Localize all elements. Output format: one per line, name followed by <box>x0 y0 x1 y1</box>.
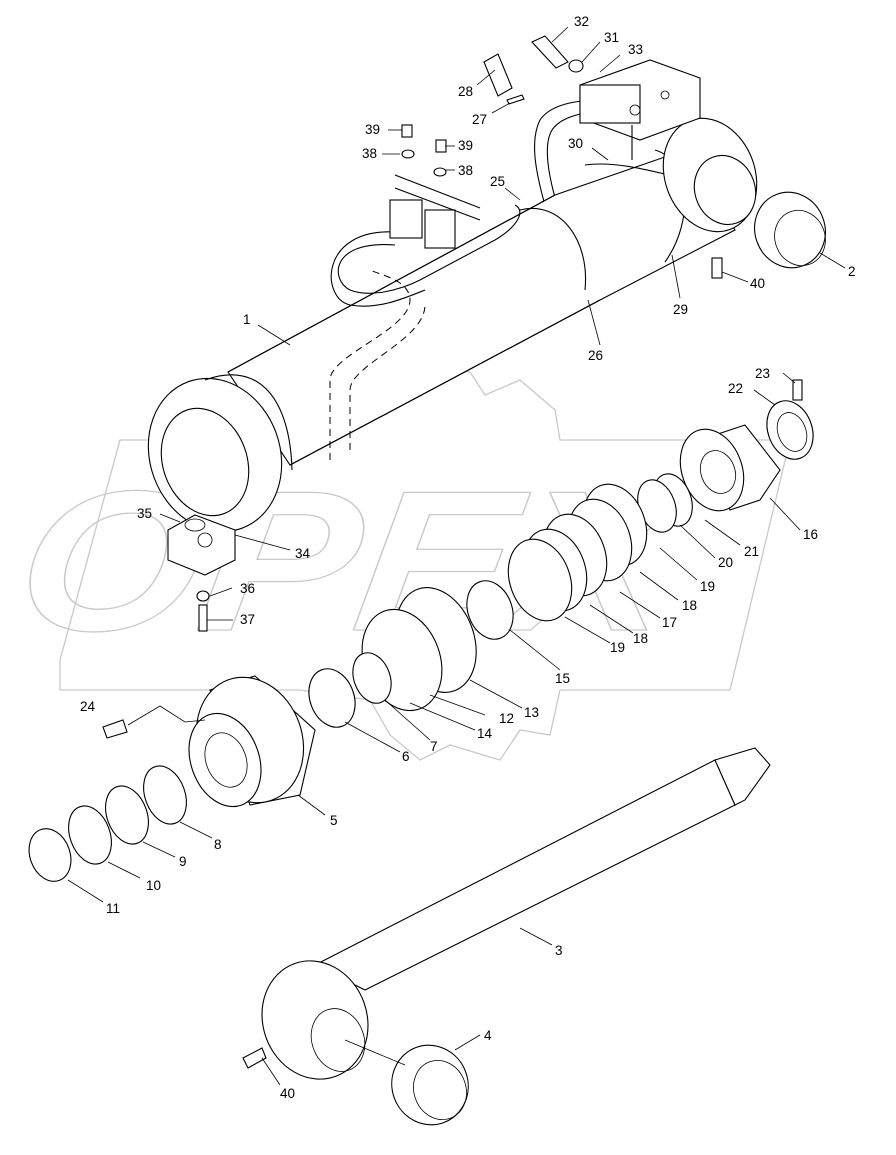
callout-18-lower: 18 <box>633 631 648 646</box>
callout-24: 24 <box>80 699 96 714</box>
callout-36: 36 <box>240 581 255 596</box>
cylinder-barrel <box>147 35 826 533</box>
callout-34: 34 <box>295 546 311 561</box>
callout-11: 11 <box>106 901 120 916</box>
callout-28: 28 <box>458 84 473 99</box>
callout-31: 31 <box>604 30 619 45</box>
port-block <box>167 514 236 632</box>
callout-10: 10 <box>146 878 161 893</box>
callout-labels: 32 31 33 28 27 39 39 38 38 30 25 2 40 29… <box>80 14 856 1101</box>
callout-40-bottom: 40 <box>280 1086 295 1101</box>
callout-17: 17 <box>662 615 677 630</box>
callout-21: 21 <box>744 544 759 559</box>
callout-29: 29 <box>673 302 688 317</box>
callout-35: 35 <box>137 506 152 521</box>
callout-19-upper: 19 <box>700 579 715 594</box>
callout-13: 13 <box>524 705 539 720</box>
callout-15: 15 <box>555 671 570 686</box>
callout-40-top: 40 <box>750 276 765 291</box>
callout-26: 26 <box>588 348 603 363</box>
callout-39-left: 39 <box>365 122 380 137</box>
callout-32: 32 <box>574 14 589 29</box>
callout-2: 2 <box>848 264 856 279</box>
piston-rod <box>242 747 771 1126</box>
callout-19-lower: 19 <box>610 640 625 655</box>
callout-23: 23 <box>755 366 770 381</box>
callout-3: 3 <box>555 943 563 958</box>
leader-lines <box>67 26 846 1086</box>
callout-39-right: 39 <box>458 138 473 153</box>
callout-8: 8 <box>214 837 222 852</box>
callout-18-upper: 18 <box>682 598 697 613</box>
callout-6: 6 <box>402 749 410 764</box>
cylinder-head <box>28 675 316 882</box>
callout-30: 30 <box>568 136 583 151</box>
callout-25: 25 <box>490 174 505 189</box>
callout-22: 22 <box>728 381 743 396</box>
callout-38-left: 38 <box>362 146 377 161</box>
callout-37: 37 <box>240 612 255 627</box>
piston-assembly <box>308 379 814 728</box>
callout-16: 16 <box>803 527 818 542</box>
callout-1: 1 <box>243 312 251 327</box>
callout-7: 7 <box>430 739 438 754</box>
callout-4: 4 <box>484 1028 492 1043</box>
callout-38-right: 38 <box>458 163 473 178</box>
callout-20: 20 <box>718 555 733 570</box>
callout-12: 12 <box>499 711 514 726</box>
callout-27: 27 <box>472 112 487 127</box>
callout-5: 5 <box>330 813 338 828</box>
callout-9: 9 <box>179 854 187 869</box>
callout-14: 14 <box>477 726 493 741</box>
callout-33: 33 <box>628 42 643 57</box>
